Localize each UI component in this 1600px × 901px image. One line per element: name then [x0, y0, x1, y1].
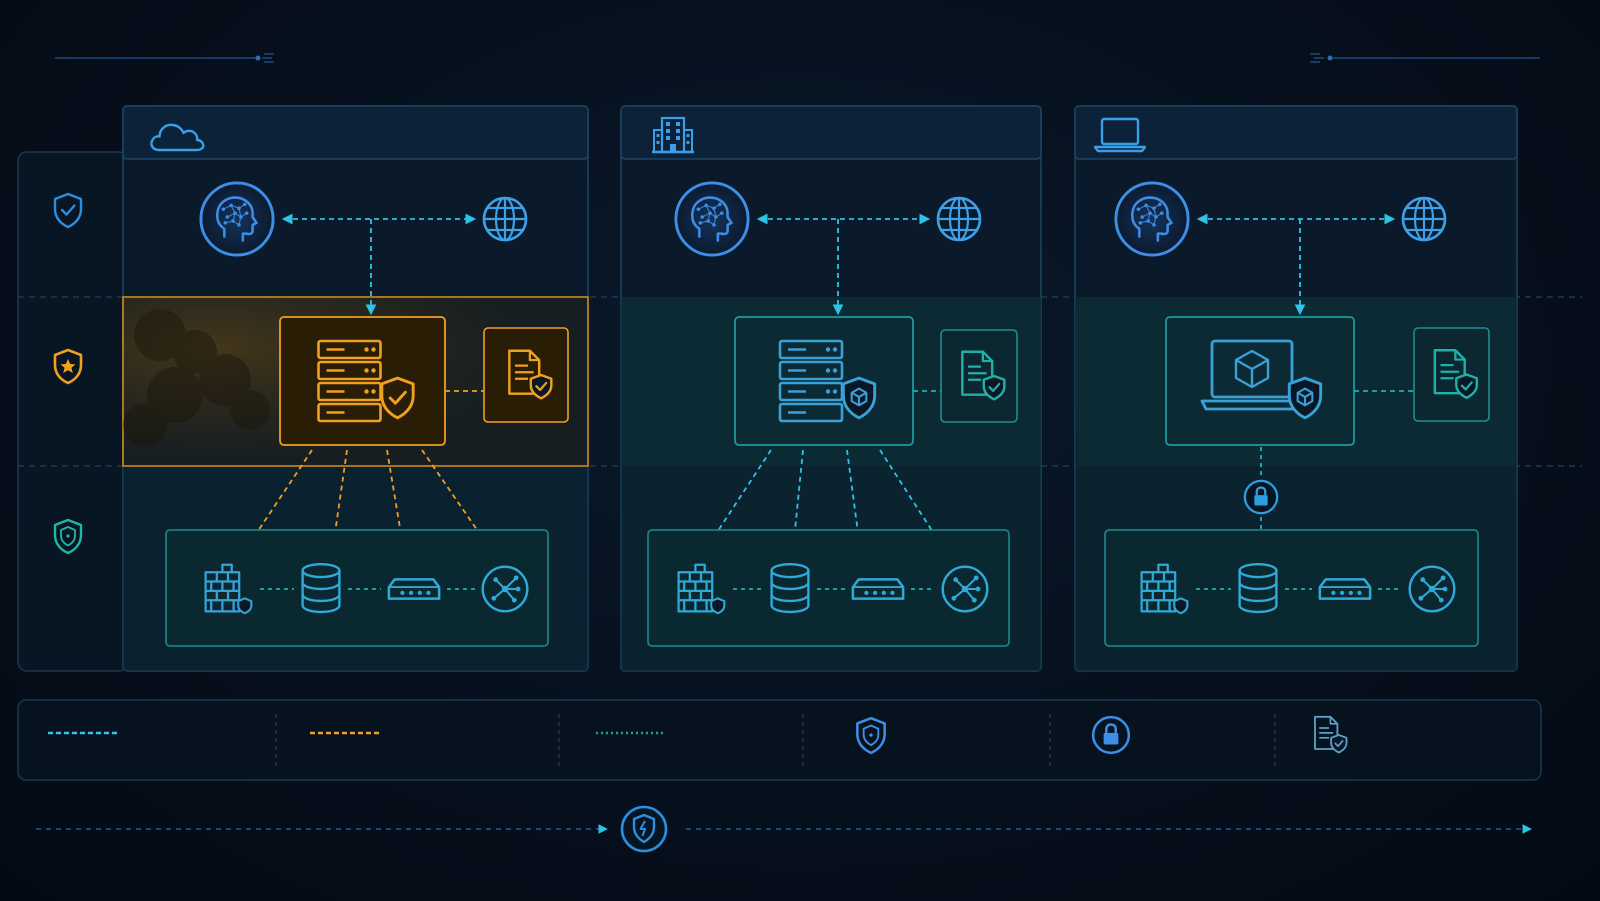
- globe-icon: [1401, 196, 1447, 242]
- legend-panel: [17, 699, 1542, 781]
- core-service-box: [734, 316, 914, 446]
- core-service-box: [279, 316, 446, 446]
- environment-2: [647, 116, 1018, 647]
- fan-out-connector: [421, 449, 486, 542]
- footer-badge: [620, 805, 668, 853]
- ai-head-icon: [1114, 181, 1190, 257]
- tier-sidebar: [17, 151, 129, 672]
- lock-icon: [1243, 479, 1279, 515]
- environment-1: [150, 123, 569, 647]
- smoke-texture: [123, 309, 270, 447]
- resources-box: [165, 529, 549, 647]
- policy-box: [483, 327, 569, 423]
- globe-icon: [482, 196, 528, 242]
- core-service-box: [1165, 316, 1355, 446]
- environment-content: [150, 116, 1490, 647]
- shield-lock-icon: [620, 805, 668, 853]
- ai-head-icon: [199, 181, 275, 257]
- top-decor-right: [1310, 53, 1540, 63]
- environment-3: [1093, 117, 1490, 647]
- ai-head-icon: [674, 181, 750, 257]
- fan-out-connector: [846, 449, 864, 543]
- legend-items: [48, 715, 1348, 755]
- resources-box: [647, 529, 1010, 647]
- policy-box: [940, 329, 1018, 423]
- fan-out-connector: [250, 449, 313, 542]
- resources-box: [1104, 529, 1479, 647]
- policy-box: [1413, 327, 1490, 422]
- fan-out-connector: [329, 449, 348, 543]
- globe-icon: [936, 196, 982, 242]
- fan-out-connector: [386, 449, 406, 543]
- top-decor-left: [55, 53, 274, 63]
- lock-icon: [1091, 715, 1131, 755]
- fan-out-connector: [789, 449, 804, 543]
